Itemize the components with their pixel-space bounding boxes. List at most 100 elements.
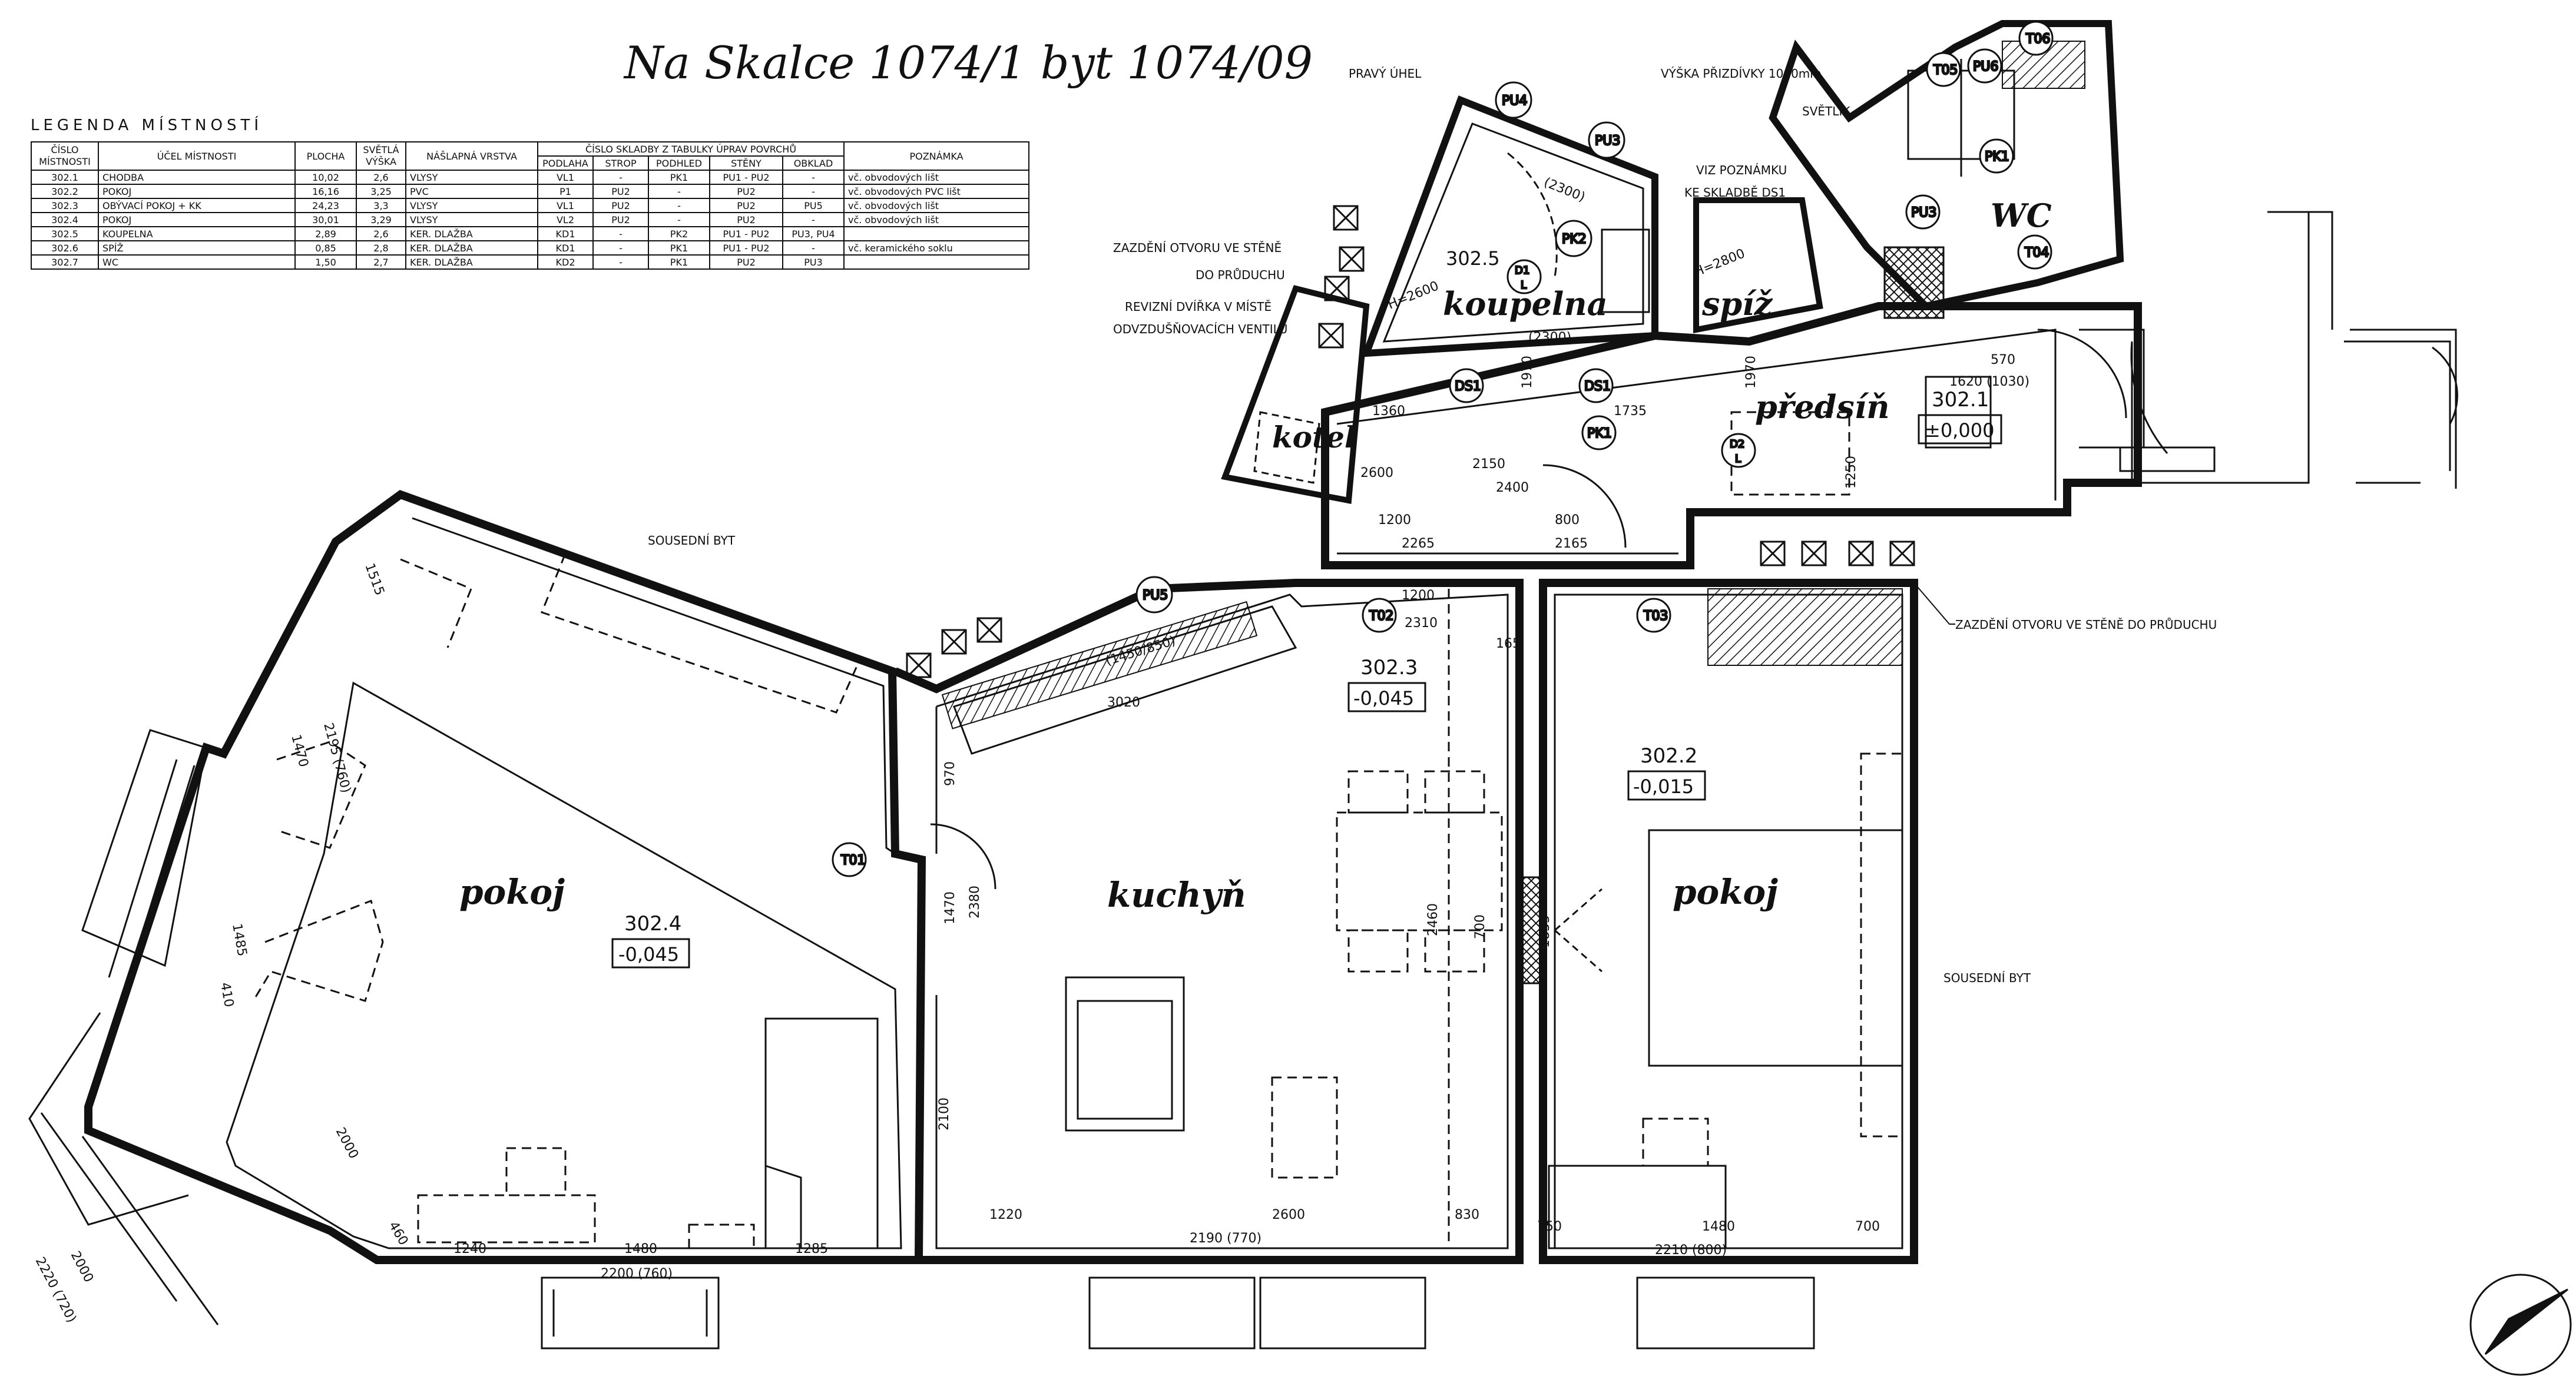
dim: 700	[1473, 914, 1488, 939]
room-number-302-5: 302.5	[1446, 247, 1500, 270]
svg-text:T03: T03	[1643, 609, 1668, 624]
legend-cell: 1,50	[294, 254, 357, 270]
note-zazdeni-1: ZAZDĚNÍ OTVORU VE STĚNĚ	[1113, 241, 1282, 255]
dim: 410	[217, 982, 236, 1009]
legend-cell: vč. obvodových PVC lišt	[843, 184, 1029, 199]
legend-cell: -	[648, 198, 710, 213]
dim: 2195 (760)	[320, 721, 353, 794]
dim: 2265	[1402, 536, 1435, 551]
legend-cell: PU2	[709, 198, 783, 213]
tag-PU3b: PU3	[1905, 194, 1941, 230]
room-level: -0,045	[1353, 687, 1414, 709]
legend-cell: KD1	[537, 240, 594, 256]
dim: 1220	[989, 1208, 1022, 1222]
note-pravy-uhel: PRAVÝ ÚHEL	[1349, 67, 1422, 81]
legend-cell: 302.6	[31, 240, 99, 256]
svg-text:L: L	[1735, 453, 1741, 465]
legend-header-poznamka: POZNÁMKA	[843, 141, 1029, 171]
legend-cell: -	[592, 226, 649, 241]
legend-cell: KD1	[537, 226, 594, 241]
tag-DS1-a: DS1	[1449, 368, 1484, 403]
room-level: -0,015	[1633, 775, 1694, 798]
legend-header-podhled: PODHLED	[648, 155, 710, 171]
note-sousedni-byt-right: SOUSEDNÍ BYT	[1943, 971, 2031, 985]
legend-cell: 0,85	[294, 240, 357, 256]
legend-cell	[843, 226, 1029, 241]
tag-T06: T06	[2018, 21, 2054, 56]
note-svetlik: SVĚTLÍK	[1802, 104, 1850, 118]
room-tag-302-4: 302.4 -0,045	[611, 912, 690, 969]
svg-text:T02: T02	[1369, 609, 1393, 624]
dim: 460	[386, 1219, 411, 1248]
legend-cell: PU3, PU4	[782, 226, 845, 241]
legend-header-podlaha: PODLAHA	[537, 155, 594, 171]
tag-D2: D2L	[1721, 433, 1756, 468]
dim: 570	[1991, 353, 2015, 367]
legend-header-skladby: ČÍSLO SKLADBY Z TABULKY ÚPRAV POVRCHŮ	[537, 141, 845, 157]
dim: 2000	[68, 1249, 96, 1285]
note-revizni-1: REVIZNÍ DVÍŘKA V MÍSTĚ	[1125, 300, 1272, 314]
dim: 2150	[1472, 457, 1505, 472]
plan-title: Na Skalce 1074/1 byt 1074/09	[624, 37, 1313, 89]
room-tag-302-3: 302.3 -0,045	[1347, 656, 1426, 712]
tag-T04: T04	[2017, 234, 2052, 270]
dim: 1485	[229, 923, 249, 957]
tag-T05: T05	[1926, 52, 1961, 87]
room-name-spiz: spíž	[1701, 285, 1773, 323]
legend-cell: PU2	[592, 198, 649, 213]
svg-text:PU6: PU6	[1973, 59, 1998, 74]
tag-DS1-b: DS1	[1578, 368, 1614, 403]
note-sousedni-byt-top: SOUSEDNÍ BYT	[648, 533, 736, 548]
ventilation-markers	[906, 205, 1915, 678]
dim: 2460	[1426, 903, 1441, 936]
tag-PU3: PU3	[1588, 121, 1625, 159]
dim: 800	[1555, 513, 1580, 528]
legend-cell: VLYSY	[405, 198, 538, 213]
dim: 1360	[1372, 404, 1405, 419]
legend-cell: vč. obvodových lišt	[843, 212, 1029, 227]
dim: 1480	[624, 1242, 657, 1256]
north-arrow-icon	[2469, 1274, 2572, 1376]
dim: 2100	[937, 1097, 952, 1130]
legend-cell: PU1 - PU2	[709, 170, 783, 185]
legend-cell: VL2	[537, 212, 594, 227]
legend-cell: -	[782, 170, 845, 185]
room-name-kotel: kotel	[1272, 420, 1356, 455]
svg-text:PK2: PK2	[1562, 232, 1587, 247]
tag-PU4: PU4	[1495, 81, 1532, 119]
room-level: ±0,000	[1925, 419, 1994, 442]
legend-cell: KOUPELNA	[98, 226, 296, 241]
room-tag-302-2: 302.2 -0,015	[1627, 744, 1706, 801]
legend-cell: CHODBA	[98, 170, 296, 185]
legend-header-steny: STĚNY	[709, 155, 783, 171]
svg-text:T04: T04	[2024, 246, 2049, 260]
legend-cell: 24,23	[294, 198, 357, 213]
legend-cell: 10,02	[294, 170, 357, 185]
legend-cell: POKOJ	[98, 184, 296, 199]
legend-cell: PU2	[709, 184, 783, 199]
tag-markers: T01 T02 T03 T04 T05 T06 PU3 PU4 PU5 PU6 …	[832, 21, 2054, 877]
dim: (2300)	[1528, 330, 1571, 345]
room-name-predsin: předsíň	[1755, 388, 1890, 426]
dim: 1200	[1378, 513, 1411, 528]
elevation-fragment	[2273, 211, 2457, 489]
legend-header-vyska: SVĚTLÁ VÝŠKA	[356, 141, 406, 171]
svg-text:DS1: DS1	[1584, 379, 1611, 394]
svg-text:PK1: PK1	[1985, 150, 2009, 164]
room-name-pokoj-left: pokoj	[459, 872, 565, 912]
dim: 2190 (770)	[1190, 1231, 1261, 1246]
legend-cell	[843, 254, 1029, 270]
legend-cell: OBÝVACÍ POKOJ + KK	[98, 198, 296, 213]
dim: 1285	[795, 1242, 828, 1256]
svg-text:PK1: PK1	[1587, 426, 1612, 441]
legend-cell: 2,6	[356, 170, 406, 185]
legend-cell: 302.1	[31, 170, 99, 185]
legend-cell: PK1	[648, 254, 710, 270]
note-vyska-prizdivky: VÝŠKA PŘIZDÍVKY 1000mm	[1661, 67, 1822, 81]
svg-text:T06: T06	[2025, 32, 2050, 47]
legend-cell: PU2	[709, 212, 783, 227]
svg-text:PU5: PU5	[1143, 588, 1168, 603]
legend-cell: 302.7	[31, 254, 99, 270]
tag-PK1-hall: PK1	[1581, 415, 1617, 450]
legend-header-vrstva: NÁŠLAPNÁ VRSTVA	[405, 141, 538, 171]
